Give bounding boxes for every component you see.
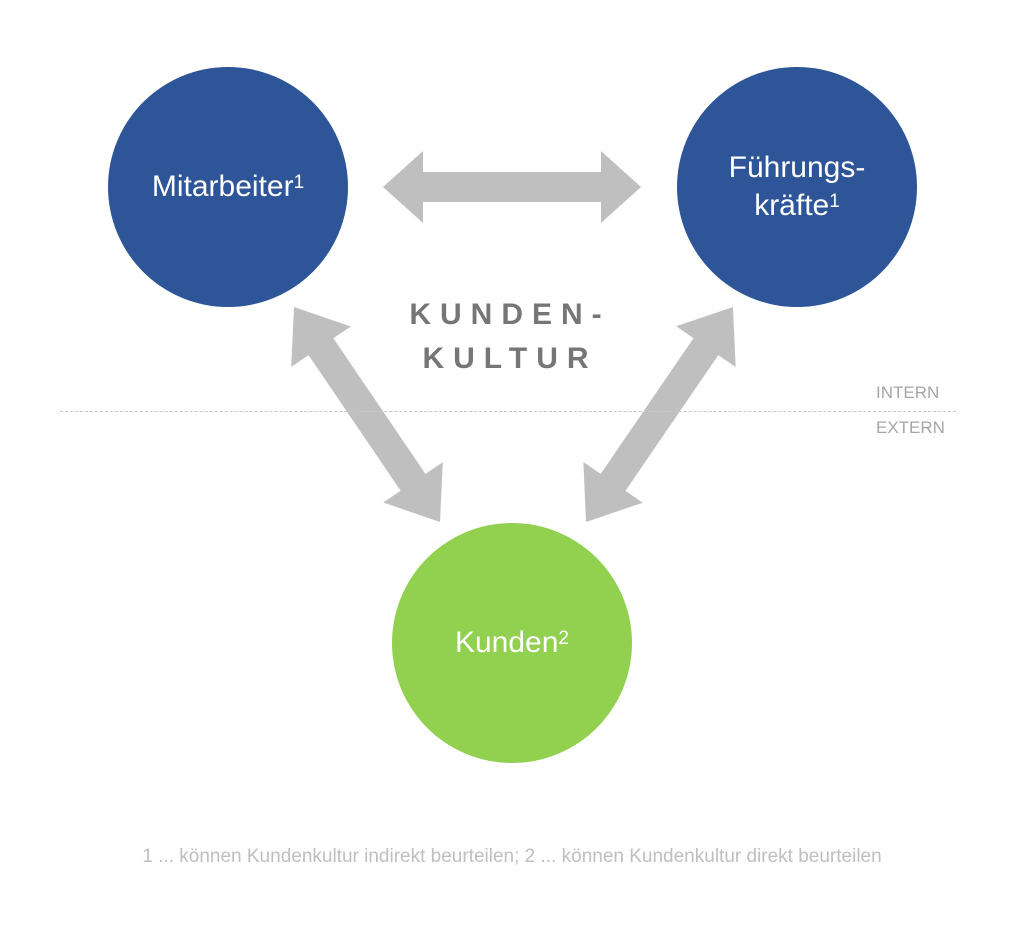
zone-label-intern: INTERN bbox=[876, 383, 940, 402]
node-label: Kunden bbox=[454, 626, 559, 659]
node-label: Mitarbeiter bbox=[151, 170, 294, 203]
center-title-line1: KUNDEN- bbox=[409, 298, 611, 331]
footnote: 1 ... können Kundenkultur indirekt beurt… bbox=[142, 846, 882, 867]
double-arrow-mitarbeiter-fuehrungskraefte bbox=[383, 151, 641, 223]
footnote-marker: 1 bbox=[829, 191, 840, 212]
node-fuehrungskraefte: Führungs-kräfte1 bbox=[677, 67, 917, 307]
node-kunden: Kunden2 bbox=[392, 523, 632, 763]
node-mitarbeiter: Mitarbeiter1 bbox=[108, 67, 348, 307]
intern-extern-divider bbox=[60, 411, 956, 412]
double-arrow-mitarbeiter-kunden bbox=[291, 307, 443, 522]
footnote-marker: 2 bbox=[558, 628, 569, 649]
double-arrow-fuehrungskraefte-kunden bbox=[583, 307, 736, 522]
node-label-line2: kräfte bbox=[754, 189, 830, 222]
footnote-marker: 1 bbox=[293, 172, 305, 193]
zone-label-extern: EXTERN bbox=[876, 418, 945, 437]
center-title-line2: KULTUR bbox=[422, 342, 598, 375]
node-label-line1: Führungs- bbox=[728, 151, 866, 184]
